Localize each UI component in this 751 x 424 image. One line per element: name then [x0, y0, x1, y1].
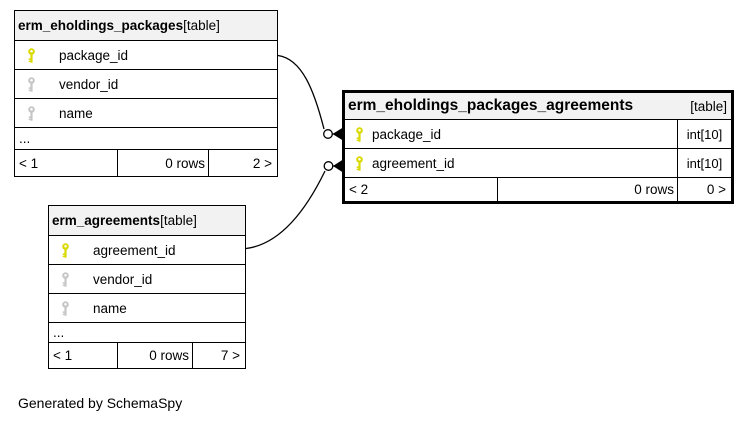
row-count: 0 rows [117, 343, 192, 368]
generated-by-credit: Generated by SchemaSpy [18, 395, 183, 411]
table-card-erm-agreements[interactable]: erm_agreements[table] agreement_id vendo… [48, 205, 246, 369]
table-name[interactable]: erm_agreements [52, 213, 161, 228]
column-name: agreement_id [93, 242, 176, 258]
parents-count: < 2 [349, 182, 369, 197]
column-row-name[interactable]: name [49, 294, 245, 323]
table-card-erm-eholdings-packages[interactable]: erm_eholdings_packages[table] package_id… [14, 10, 278, 177]
column-row-agreement-id[interactable]: agreement_id int[10] [345, 149, 731, 178]
secondary-key-icon [27, 76, 36, 92]
parents-count: < 1 [53, 348, 73, 363]
table-header[interactable]: erm_eholdings_packages[table] [15, 11, 277, 41]
table-card-erm-eholdings-packages-agreements[interactable]: erm_eholdings_packages_agreements [table… [342, 90, 734, 204]
column-name: name [59, 105, 93, 121]
secondary-key-icon [61, 271, 70, 287]
secondary-key-icon [61, 300, 70, 316]
parents-count: < 1 [19, 155, 39, 171]
fk-connector-package-id [277, 54, 343, 141]
table-header[interactable]: erm_agreements[table] [49, 206, 245, 236]
zero-many-circle [323, 161, 334, 171]
primary-key-icon [355, 126, 364, 142]
more-columns-ellipsis: ... [15, 128, 277, 150]
column-name: agreement_id [372, 155, 455, 171]
column-row-name[interactable]: name [15, 99, 277, 128]
column-row-vendor-id[interactable]: vendor_id [15, 70, 277, 99]
column-name: vendor_id [93, 271, 153, 287]
column-row-vendor-id[interactable]: vendor_id [49, 265, 245, 294]
primary-key-icon [355, 155, 364, 171]
table-name[interactable]: erm_eholdings_packages [18, 18, 184, 33]
column-name: name [93, 300, 127, 316]
table-name[interactable]: erm_eholdings_packages_agreements [348, 97, 634, 114]
children-count: 7 > [192, 343, 245, 368]
column-name: package_id [372, 126, 442, 142]
row-count: 0 rows [497, 178, 677, 201]
primary-key-icon [27, 47, 36, 63]
column-row-package-id[interactable]: package_id [15, 41, 277, 70]
children-count: 0 > [677, 178, 731, 201]
secondary-key-icon [27, 105, 36, 121]
zero-many-circle [323, 129, 333, 139]
primary-key-icon [61, 242, 70, 258]
children-count: 2 > [208, 150, 277, 176]
table-kind-label: [table] [183, 18, 220, 33]
table-footer: < 1 0 rows 7 > [49, 343, 245, 368]
table-kind-label: [table] [160, 213, 197, 228]
column-name: vendor_id [59, 76, 119, 92]
column-type: int[10] [677, 120, 731, 148]
table-header[interactable]: erm_eholdings_packages_agreements [table… [345, 93, 731, 120]
more-columns-ellipsis: ... [49, 323, 245, 343]
column-row-agreement-id[interactable]: agreement_id [49, 236, 245, 265]
table-kind-label: [table] [690, 98, 727, 114]
table-footer: < 1 0 rows 2 > [15, 150, 277, 176]
column-name: package_id [59, 47, 129, 63]
table-footer: < 2 0 rows 0 > [345, 178, 731, 201]
row-count: 0 rows [117, 150, 208, 176]
column-row-package-id[interactable]: package_id int[10] [345, 120, 731, 149]
column-type: int[10] [677, 149, 731, 177]
